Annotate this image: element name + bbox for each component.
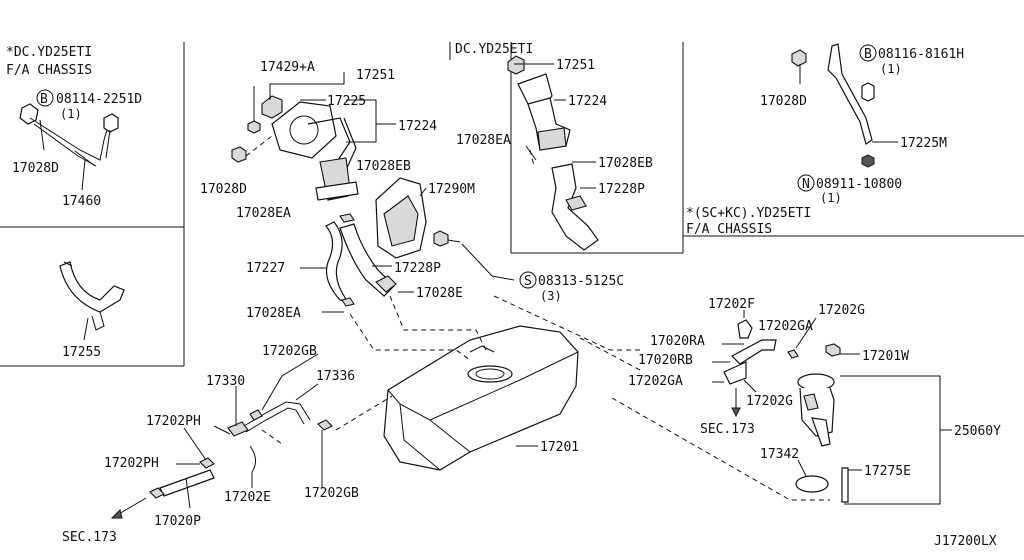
bolt-n-symbol (797, 174, 815, 192)
label-08911-qty: (1) (820, 191, 842, 205)
label-17202G-a: 17202G (818, 303, 865, 318)
hoses-drawing (300, 213, 515, 313)
filler-neck-drawing (231, 72, 396, 201)
label-08114: 08114-2251D (56, 92, 142, 107)
bolt-b-symbol-a (36, 89, 54, 107)
label-17202GB-a: 17202GB (262, 344, 317, 359)
label-17290M: 17290M (428, 182, 475, 197)
bolt-b-symbol-b (859, 44, 877, 62)
label-17028D-a: 17028D (12, 161, 59, 176)
diagram-id: J17200LX (934, 534, 997, 549)
label-17028EB-b: 17028EB (598, 156, 653, 171)
label-08116-qty: (1) (880, 62, 902, 76)
label-17336: 17336 (316, 369, 355, 384)
label-17028EA-b: 17028EA (246, 306, 301, 321)
label-08313-qty: (3) (540, 289, 562, 303)
label-sec173-b: SEC.173 (700, 422, 755, 437)
bolt-s-symbol (519, 271, 537, 289)
label-17202GA-a: 17202GA (758, 319, 813, 334)
label-17028EA-c: 17028EA (456, 133, 511, 148)
inset-right-drawing (791, 43, 898, 168)
label-17255: 17255 (62, 345, 101, 360)
label-08911: 08911-10800 (816, 177, 902, 192)
inset-borders (0, 42, 1024, 367)
bracket-17460-drawing (19, 103, 119, 191)
label-sec173-a: SEC.173 (62, 530, 117, 545)
label-17342: 17342 (760, 447, 799, 462)
label-17275E: 17275E (864, 464, 911, 479)
label-17227: 17227 (246, 261, 285, 276)
label-17202G-b: 17202G (746, 394, 793, 409)
bolt-n-symbol-letter: N (802, 177, 810, 192)
inset-note-right-1: *(SC+KC).YD25ETI (686, 206, 811, 221)
pump-drawing (712, 310, 952, 505)
inset-note-right-2: F/A CHASSIS (686, 222, 772, 237)
label-17228P-a: 17228P (394, 261, 441, 276)
label-17202PH-b: 17202PH (104, 456, 159, 471)
label-08116: 08116-8161H (878, 47, 964, 62)
label-17330: 17330 (206, 374, 245, 389)
label-17228P-b: 17228P (598, 182, 645, 197)
label-25060Y: 25060Y (954, 424, 1001, 439)
inset-header-top-left-2: F/A CHASSIS (6, 63, 92, 78)
label-08313: 08313-5125C (538, 274, 624, 289)
label-17201W: 17201W (862, 349, 909, 364)
label-17224-b: 17224 (568, 94, 607, 109)
label-08114-qty: (1) (60, 107, 82, 121)
assembly-guides (261, 295, 830, 501)
bolt-b-symbol-b-letter: B (864, 47, 872, 62)
label-17202E: 17202E (224, 490, 271, 505)
label-17225: 17225 (327, 94, 366, 109)
label-17251-b: 17251 (556, 58, 595, 73)
label-17028D-c: 17028D (760, 94, 807, 109)
label-17028EA-a: 17028EA (236, 206, 291, 221)
label-17202GA-b: 17202GA (628, 374, 683, 389)
label-17201: 17201 (540, 440, 579, 455)
label-17028E: 17028E (416, 286, 463, 301)
bolt-s-symbol-letter: S (524, 274, 532, 289)
label-17020P: 17020P (154, 514, 201, 529)
inset-header-top-left-1: *DC.YD25ETI (6, 45, 92, 60)
label-17020RB: 17020RB (638, 353, 693, 368)
pipes-drawing (110, 353, 333, 519)
inset-center-drawing (507, 55, 599, 251)
bolt-b-symbol-a-letter: B (40, 92, 48, 107)
label-17224-a: 17224 (398, 119, 437, 134)
fuel-tank-drawing (383, 325, 579, 471)
inset-header-top-center: DC.YD25ETI (455, 42, 533, 57)
label-17028EB-a: 17028EB (356, 159, 411, 174)
label-17202GB-b: 17202GB (304, 486, 359, 501)
label-17202PH-a: 17202PH (146, 414, 201, 429)
label-17028D-b: 17028D (200, 182, 247, 197)
label-17251-a: 17251 (356, 68, 395, 83)
label-17225M: 17225M (900, 136, 947, 151)
label-17460: 17460 (62, 194, 101, 209)
shield-17290M-drawing (375, 177, 461, 259)
band-17255-drawing (59, 261, 125, 341)
label-17202F: 17202F (708, 297, 755, 312)
label-17429A: 17429+A (260, 60, 315, 75)
label-17020RA: 17020RA (650, 334, 705, 349)
